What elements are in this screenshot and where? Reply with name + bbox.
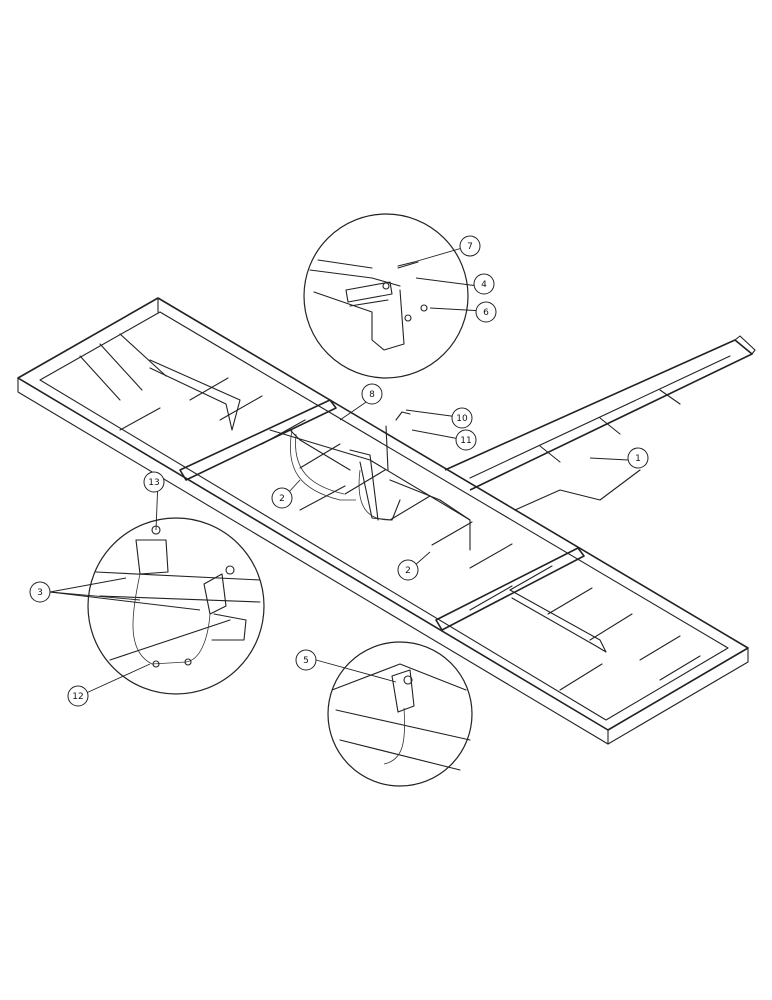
svg-text:4: 4 xyxy=(481,280,487,290)
callout-7: 7 xyxy=(459,235,481,257)
callout-3: 3 xyxy=(29,581,51,603)
svg-text:8: 8 xyxy=(369,390,375,400)
hydraulic-hoses xyxy=(289,429,391,521)
callout-10: 10 xyxy=(451,407,473,429)
pin-part xyxy=(385,411,411,471)
leader-lines xyxy=(49,245,629,695)
svg-text:13: 13 xyxy=(148,478,159,488)
svg-text:11: 11 xyxy=(460,436,471,446)
main-frame xyxy=(17,297,749,745)
svg-text:2: 2 xyxy=(279,494,285,504)
svg-text:1: 1 xyxy=(635,454,641,464)
callout-1: 1 xyxy=(627,447,649,469)
top-detail-view xyxy=(303,213,469,379)
callout-11: 11 xyxy=(455,429,477,451)
svg-text:3: 3 xyxy=(37,588,43,598)
callout-2a: 2 xyxy=(271,487,293,509)
callout-2b: 2 xyxy=(397,559,419,581)
svg-text:10: 10 xyxy=(456,414,468,424)
svg-text:2: 2 xyxy=(405,566,411,576)
callout-8: 8 xyxy=(361,383,383,405)
svg-text:7: 7 xyxy=(467,242,473,252)
svg-text:12: 12 xyxy=(72,692,83,702)
svg-text:5: 5 xyxy=(303,656,309,666)
bottom-detail-view xyxy=(327,641,473,787)
hitch-tongue xyxy=(444,335,756,511)
transverse-bars xyxy=(149,359,607,653)
left-detail-view xyxy=(87,517,265,695)
callout-12: 12 xyxy=(67,685,89,707)
callout-5: 5 xyxy=(295,649,317,671)
svg-text:6: 6 xyxy=(483,308,489,318)
callout-6: 6 xyxy=(475,301,497,323)
callout-4: 4 xyxy=(473,273,495,295)
callout-13: 13 xyxy=(143,471,165,493)
